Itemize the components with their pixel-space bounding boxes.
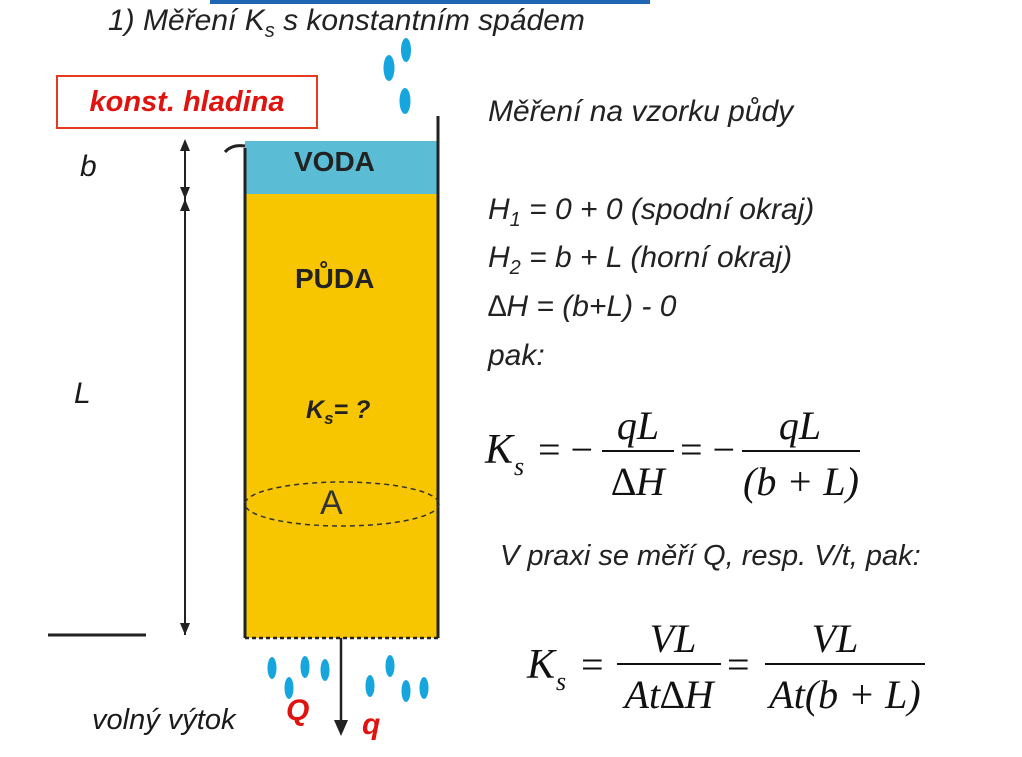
svg-text:K: K [526, 642, 557, 688]
area-label: A [320, 484, 343, 522]
outflow-label: volný výtok [92, 704, 236, 736]
svg-text:= −: = − [538, 427, 593, 472]
water-drop [284, 677, 294, 699]
svg-text:=: = [727, 642, 750, 687]
svg-text:s: s [556, 667, 566, 696]
soil-column [245, 194, 438, 638]
svg-text:(b + L): (b + L) [743, 459, 859, 504]
svg-text:s: s [514, 452, 524, 481]
formula-ks-v: K s = VL At∆H = VL At(b + L) [526, 616, 925, 717]
svg-text:VL: VL [650, 616, 697, 661]
deltaH-line: ∆H = (b+L) - 0 [488, 290, 677, 323]
water-drop [320, 659, 330, 681]
cross-section-ellipse [244, 481, 440, 527]
water-drop [385, 655, 395, 677]
svg-text:At(b + L): At(b + L) [766, 672, 920, 717]
title-top-strip [210, 0, 650, 4]
water-layer [245, 141, 438, 194]
Q-label: Q [286, 694, 310, 727]
svg-text:VL: VL [812, 616, 859, 661]
water-drop [399, 88, 411, 114]
water-drop [401, 38, 411, 62]
q-label: q [362, 708, 381, 741]
water-label: VODA [294, 146, 375, 177]
water-drop [419, 677, 429, 699]
water-drop [401, 680, 411, 702]
H2-line: H2 = b + L (horní okraj) [488, 241, 793, 279]
water-drop [383, 55, 395, 81]
svg-text:qL: qL [779, 403, 821, 448]
overflow-lip [223, 144, 246, 154]
water-drop [267, 657, 277, 679]
constant-level-badge: konst. hladina [56, 75, 318, 129]
then-label: pak: [488, 339, 545, 372]
slide-title: 1) Měření Ks s konstantním spádem [108, 4, 585, 42]
practice-note: V praxi se měří Q, resp. V/t, pak: [500, 540, 921, 572]
ks-unknown-label: Ks= ? [306, 396, 371, 428]
water-drop [300, 656, 310, 678]
svg-text:=: = [581, 642, 604, 687]
H1-line: H1 = 0 + 0 (spodní okraj) [488, 193, 815, 231]
formula-ks-q: K s = − qL ∆H = − qL (b + L) [484, 403, 860, 504]
dimension-b-label: b [80, 150, 97, 183]
svg-text:= −: = − [680, 427, 735, 472]
soil-label: PŮDA [295, 263, 375, 294]
water-drop [365, 675, 375, 697]
svg-text:K: K [484, 427, 515, 473]
svg-text:∆H: ∆H [611, 459, 666, 504]
measurement-heading: Měření na vzorku půdy [488, 95, 794, 128]
svg-text:At∆H: At∆H [622, 672, 716, 717]
dimension-L-label: L [74, 377, 91, 410]
svg-text:qL: qL [617, 403, 659, 448]
